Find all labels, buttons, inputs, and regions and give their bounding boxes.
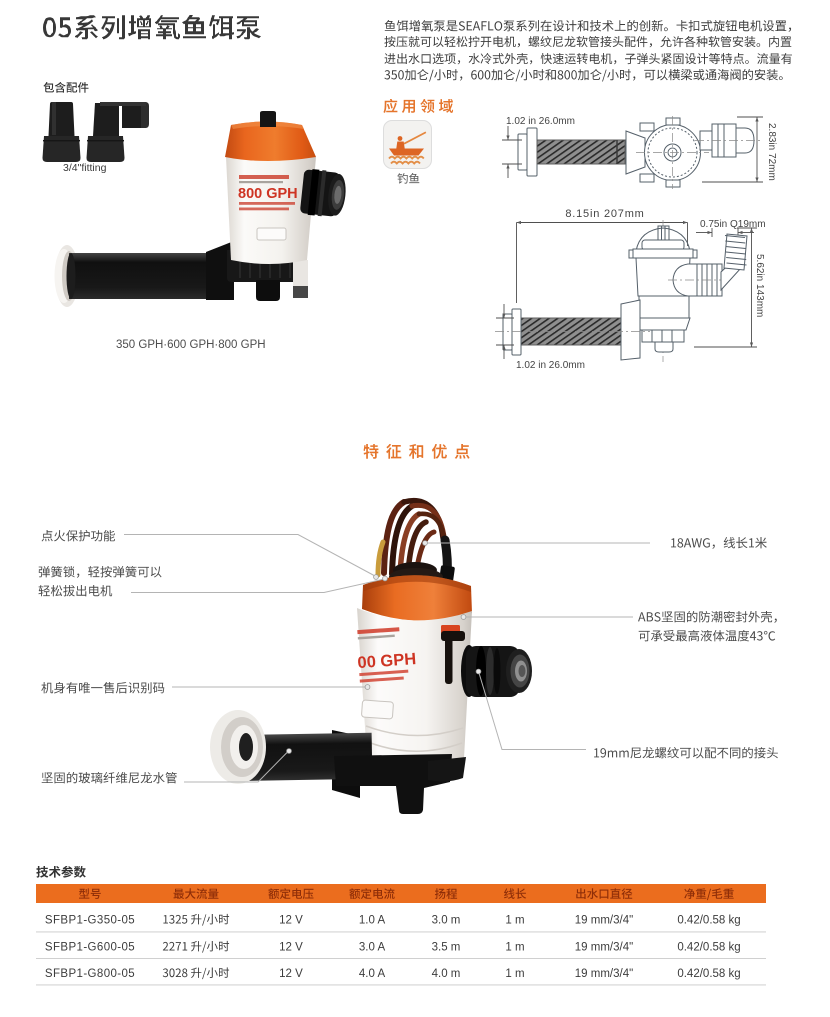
svg-text:12 V: 12 V bbox=[279, 968, 303, 980]
svg-text:SFBP1-G600-05: SFBP1-G600-05 bbox=[45, 942, 135, 954]
svg-text:3.5 m: 3.5 m bbox=[432, 942, 461, 954]
svg-text:4.0 A: 4.0 A bbox=[359, 968, 386, 980]
svg-text:19 mm/3/4": 19 mm/3/4" bbox=[575, 968, 633, 980]
svg-text:1 m: 1 m bbox=[505, 942, 524, 954]
svg-text:00 GPH: 00 GPH bbox=[357, 650, 417, 672]
svg-text:1.0 A: 1.0 A bbox=[359, 915, 386, 927]
svg-text:0.42/0.58 kg: 0.42/0.58 kg bbox=[677, 942, 740, 954]
svg-text:19 mm/3/4": 19 mm/3/4" bbox=[575, 942, 633, 954]
svg-text:12 V: 12 V bbox=[279, 942, 303, 954]
svg-text:4.0 m: 4.0 m bbox=[432, 968, 461, 980]
svg-text:SFBP1-G800-05: SFBP1-G800-05 bbox=[45, 968, 135, 980]
svg-text:8.15in 207mm: 8.15in 207mm bbox=[565, 208, 644, 220]
svg-text:0.75in Q19mm: 0.75in Q19mm bbox=[700, 219, 766, 230]
svg-text:5.62in 143mm: 5.62in 143mm bbox=[754, 254, 765, 317]
svg-text:3.0 A: 3.0 A bbox=[359, 942, 386, 954]
svg-text:1 m: 1 m bbox=[505, 915, 524, 927]
svg-text:SFBP1-G350-05: SFBP1-G350-05 bbox=[45, 915, 135, 927]
svg-text:3.0 m: 3.0 m bbox=[432, 915, 461, 927]
svg-text:0.42/0.58 kg: 0.42/0.58 kg bbox=[677, 915, 740, 927]
svg-text:1 m: 1 m bbox=[505, 968, 524, 980]
svg-text:0.42/0.58 kg: 0.42/0.58 kg bbox=[677, 968, 740, 980]
svg-text:12 V: 12 V bbox=[279, 915, 303, 927]
svg-text:2.83in 72mm: 2.83in 72mm bbox=[766, 123, 777, 181]
svg-text:1.02 in 26.0mm: 1.02 in 26.0mm bbox=[506, 116, 575, 127]
svg-text:19 mm/3/4": 19 mm/3/4" bbox=[575, 915, 633, 927]
svg-text:800 GPH: 800 GPH bbox=[238, 186, 298, 202]
svg-text:1.02 in 26.0mm: 1.02 in 26.0mm bbox=[516, 360, 585, 371]
